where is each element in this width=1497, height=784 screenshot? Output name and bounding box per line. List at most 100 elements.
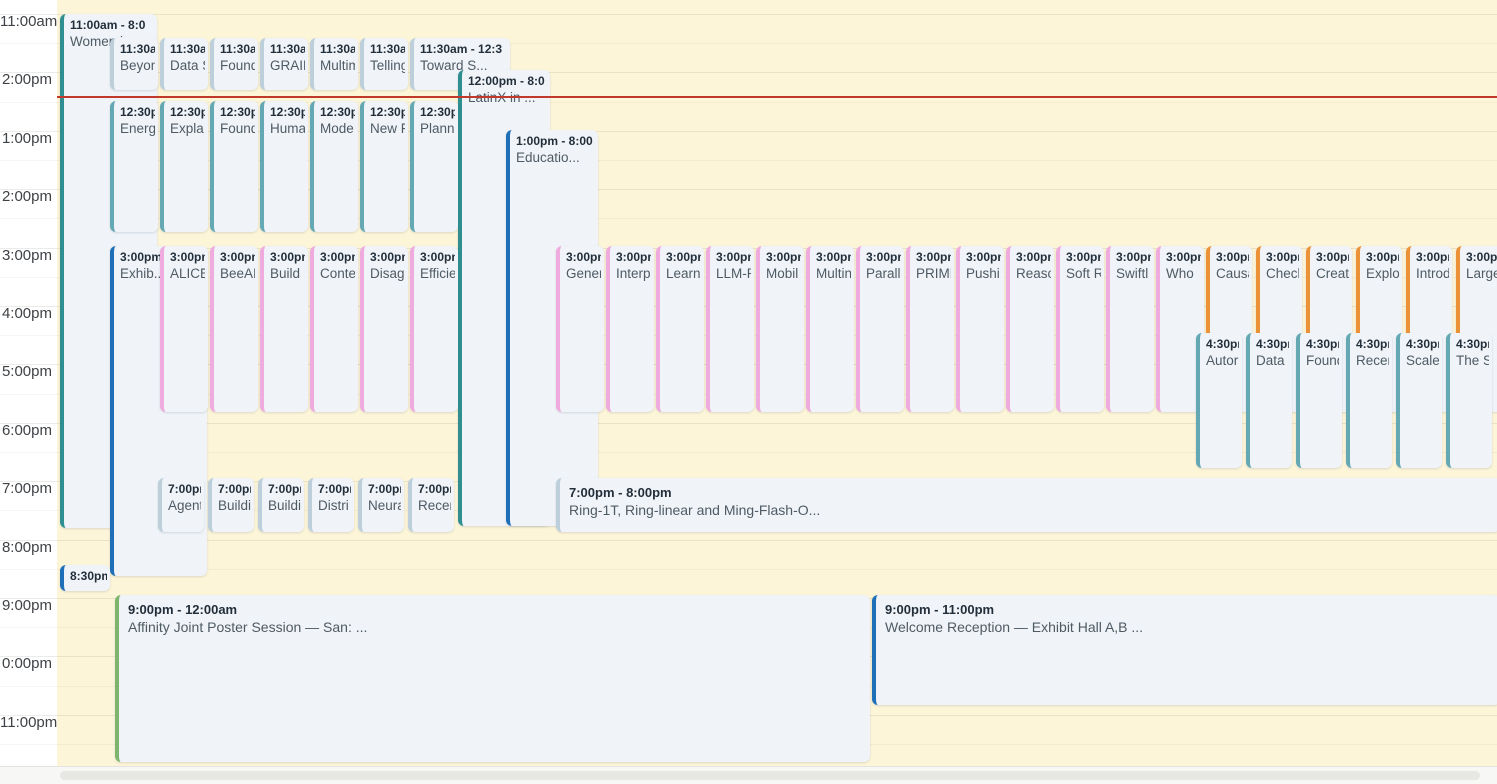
event-time: 3:00pm [1216,250,1249,264]
event-card[interactable]: 7:00pmDistri [308,478,354,532]
scrollbar-thumb[interactable] [60,771,1480,780]
event-title: Swiftl [1116,266,1149,281]
event-card[interactable]: 11:30amData S [160,38,208,90]
event-card[interactable]: 11:30amFound [210,38,258,90]
event-card[interactable]: 3:00pmBeeAI [210,246,258,412]
event-time: 4:30pm [1356,337,1389,351]
event-title: Found [1306,353,1339,368]
event-card[interactable]: 3:00pmMobil [756,246,804,412]
event-title: Causa [1216,266,1249,281]
event-title: Huma [270,121,305,136]
event-time: 7:00pm [168,482,201,496]
event-time: 3:00pm [1066,250,1101,264]
event-time: 12:30pm [320,105,355,119]
event-title: Scale [1406,353,1439,368]
event-time: 7:00pm [218,482,251,496]
event-card[interactable]: 12:30pmHuma [260,101,308,232]
event-card[interactable]: 3:00pmConte [310,246,358,412]
event-title: Conte [320,266,355,281]
event-card[interactable]: 3:00pmLearn [656,246,704,412]
event-card[interactable]: 3:00pmALICE [160,246,208,412]
event-time: 11:30am [270,42,305,56]
horizontal-scrollbar[interactable] [0,766,1497,784]
event-time: 3:00pm [220,250,255,264]
event-time: 3:00pm [1416,250,1449,264]
hour-label: 4:00pm [1,305,52,322]
event-time: 3:00pm [816,250,851,264]
event-title: Expla [170,121,204,136]
event-card[interactable]: 11:30amGRAID [260,38,308,90]
event-card[interactable]: 3:00pmLLM-R [706,246,754,412]
event-card[interactable]: 7:00pmBuildi [258,478,304,532]
event-card[interactable]: 4:30pmThe S [1446,333,1492,468]
event-time: 7:00pm [418,482,451,496]
event-title: Soft R [1066,266,1101,281]
event-card[interactable]: 3:00pmReaso [1006,246,1054,412]
event-title: Found [220,121,255,136]
event-card[interactable]: 11:30amTelling [360,38,408,90]
event-title: Plann [420,121,455,136]
hour-grid-line [0,14,1497,15]
event-card[interactable]: 3:00pmSwiftl [1106,246,1154,412]
event-card[interactable]: 12:30pmFound [210,101,258,232]
hour-grid-line [0,539,1497,541]
event-title: Multin [816,266,851,281]
event-title: Data S [170,58,205,73]
event-card[interactable]: 3:00pmBuild [260,246,308,412]
event-card[interactable]: 3:00pmGener [556,246,604,412]
event-card[interactable]: 3:00pmPRIME [906,246,954,412]
event-time: 3:00pm [766,250,801,264]
event-card[interactable]: 11:30amMultim [310,38,358,90]
event-title: Reaso [1016,266,1051,281]
event-time: 3:00pm [616,250,651,264]
event-card[interactable]: 3:00pmEfficie [410,246,458,412]
hour-label: 8:00pm [1,538,52,556]
event-card[interactable]: 4:30pmAutor [1196,333,1242,468]
event-card[interactable]: 11:30amBeyond [110,38,158,90]
event-time: 4:30pm [1406,337,1439,351]
event-time: 11:30am - 12:3 [420,42,503,56]
event-time: 3:00pm [1466,250,1497,264]
event-card[interactable]: 3:00pmSoft R [1056,246,1104,412]
event-card[interactable]: 12:30pmPlann [410,101,458,232]
event-time: 12:30pm [220,105,255,119]
event-card[interactable]: 3:00pmPushi [956,246,1004,412]
hour-label: 0:00pm [1,655,52,673]
event-card[interactable]: 12:30pmMode [310,101,358,232]
event-card[interactable]: 12:30pmNew F [360,101,408,232]
hour-label: 11:00am [0,13,58,30]
event-title: Data I [1256,353,1289,368]
event-card[interactable]: 3:00pmParall [856,246,904,412]
hour-label: 11:00pm [0,713,58,731]
event-card[interactable]: 3:00pmInterp [606,246,654,412]
event-card[interactable]: 3:00pmMultin [806,246,854,412]
event-time: 11:30am [220,42,255,56]
event-card[interactable]: 3:00pmDisag [360,246,408,412]
event-time: 9:00pm - 12:00am [128,602,238,617]
event-title: Creat [1316,266,1349,281]
event-title: Large [1466,266,1497,281]
event-time: 3:00pm [866,250,901,264]
event-card[interactable]: 12:30pmExpla [160,101,208,232]
event-time: 3:00pm [1166,250,1201,264]
event-card[interactable]: 4:30pmData I [1246,333,1292,468]
event-card[interactable]: 7:00pmNeura [358,478,404,532]
event-title: PRIME [916,266,951,281]
event-card[interactable]: 4:30pmRecen [1346,333,1392,468]
event-time: 4:30pm [1206,337,1239,351]
event-time: 8:30pm [70,569,107,583]
event-time: 3:00pm [1266,250,1299,264]
event-card[interactable]: 4:30pmFound [1296,333,1342,468]
event-card[interactable]: 8:30pm [60,565,110,591]
event-title: Mode [320,121,354,136]
event-card[interactable]: 4:30pmScale [1396,333,1442,468]
event-time: 3:00pm [1316,250,1349,264]
event-card[interactable]: 7:00pmBuildi [208,478,254,532]
event-card[interactable]: 7:00pmRecen [408,478,454,532]
event-card[interactable]: 7:00pmAgent [158,478,204,532]
event-card[interactable]: 12:30pmEnerg [110,101,158,232]
event-time: 3:00pm [916,250,951,264]
